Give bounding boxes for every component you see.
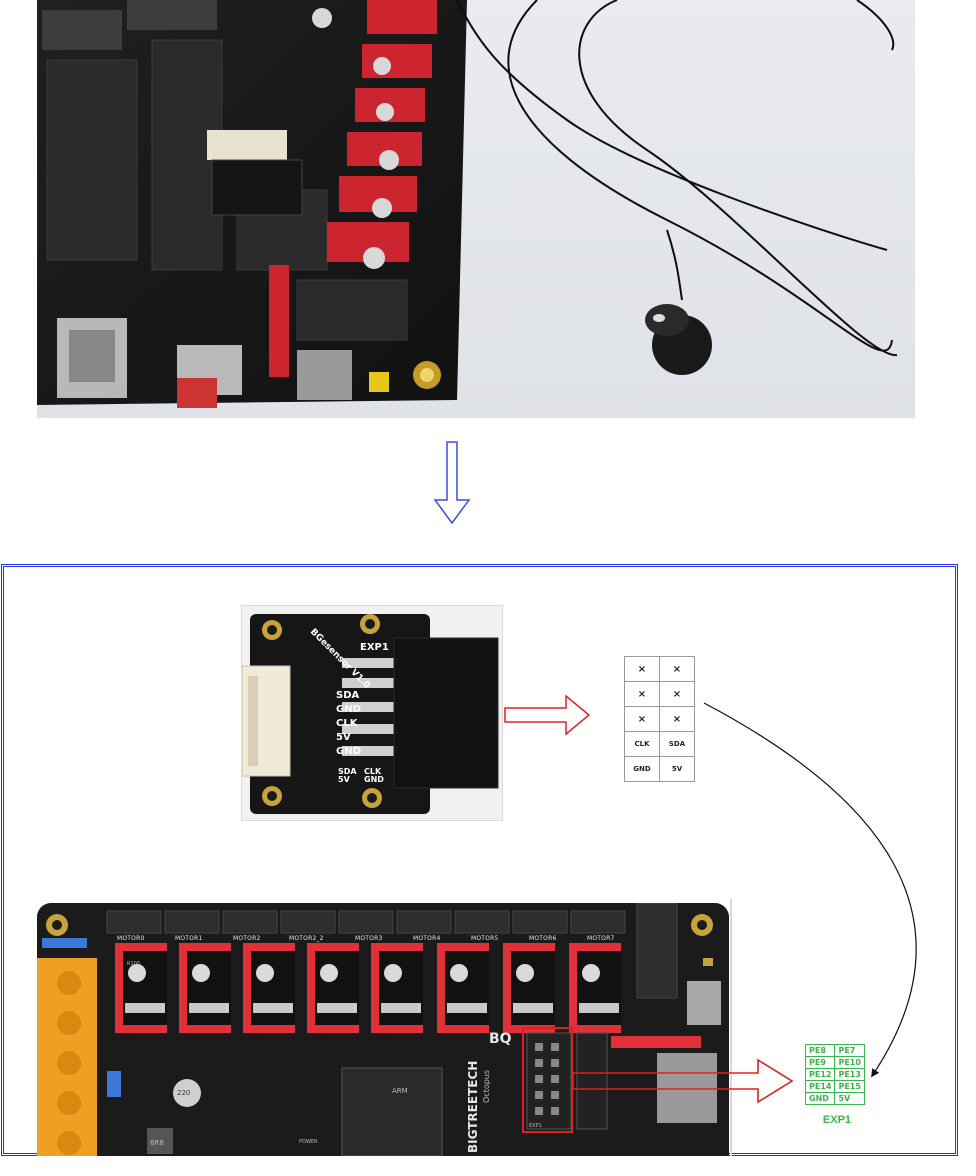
right-arrow-icon xyxy=(504,694,590,736)
mainboard-photo-top xyxy=(37,0,467,408)
exp1-cell: PE9 xyxy=(804,1056,836,1069)
chip-text-arm: ARM xyxy=(392,1087,408,1095)
down-arrow-icon xyxy=(433,441,471,525)
stepper-drivers xyxy=(115,943,621,1033)
exp1-caption: EXP1 xyxy=(822,1114,852,1126)
module-bottom-clk: CLK xyxy=(364,767,382,776)
sensor-module-photo: SDA GND CLK 5V GND EXP1 SDA CLK 5V GND B… xyxy=(241,605,503,821)
pin-cell: × xyxy=(659,706,695,732)
module-label-gnd: GND xyxy=(336,704,361,715)
board-model: Octopus xyxy=(482,1070,491,1103)
curved-connector-arrow xyxy=(703,702,917,1078)
pin-cell: × xyxy=(659,656,695,682)
sensor-puck xyxy=(645,304,712,375)
sensor-module-board: SDA GND CLK 5V GND EXP1 SDA CLK 5V GND B… xyxy=(242,614,499,814)
pin-cell-sda: SDA xyxy=(659,731,695,757)
board-photo-top xyxy=(37,0,915,418)
motor-label-6: MOTOR6 xyxy=(529,935,557,942)
motor-label-5: MOTOR5 xyxy=(471,935,499,942)
module-label-clk: CLK xyxy=(336,718,359,729)
exp1-cell: PE7 xyxy=(834,1044,865,1057)
exp1-cell: PE14 xyxy=(804,1080,836,1093)
motor-label-3: MOTOR3 xyxy=(355,935,383,942)
driver-marking: R100 xyxy=(127,961,140,967)
pin-cell-5v: 5V xyxy=(659,756,695,782)
board-logo: BQ xyxy=(489,1031,512,1047)
exp1-cell: PE10 xyxy=(834,1056,865,1069)
exp1-cell: PE12 xyxy=(804,1068,836,1081)
module-bottom-gnd: GND xyxy=(364,775,384,784)
exp1-cell: PE13 xyxy=(834,1068,865,1081)
board-brand: BIGTREETECH xyxy=(466,1061,480,1153)
chip-text-6r8: 6R8 xyxy=(150,1139,164,1147)
exp1-cell: GND xyxy=(804,1092,836,1105)
module-label-sda: SDA xyxy=(336,690,360,701)
pin-cell: × xyxy=(624,681,660,707)
pin-cell: × xyxy=(624,706,660,732)
pin-cell: × xyxy=(659,681,695,707)
motor-label-2: MOTOR2 xyxy=(233,935,261,942)
module-label-gnd-2: GND xyxy=(336,746,361,757)
module-bottom-sda: SDA xyxy=(338,767,357,776)
chip-text-220: 220 xyxy=(177,1089,190,1097)
right-arrow-icon xyxy=(572,1058,794,1104)
octopus-board: ARM 220 6R8 BIGTREETECH Octopus BQ EXP1 … xyxy=(37,903,721,1156)
exp1-cell: PE15 xyxy=(834,1080,865,1093)
exp1-cell: PE8 xyxy=(804,1044,836,1057)
photo-edge xyxy=(730,899,732,1156)
pin-cell-gnd: GND xyxy=(624,756,660,782)
module-label-5v: 5V xyxy=(336,732,351,743)
exp1-highlight-box xyxy=(522,1027,573,1133)
sensor-cable xyxy=(456,0,898,357)
motor-label-2-2: MOTOR2_2 xyxy=(289,935,324,942)
motor-label-1: MOTOR1 xyxy=(175,935,203,942)
motor-label-4: MOTOR4 xyxy=(413,935,441,942)
pin-cell: × xyxy=(624,656,660,682)
module-header-label: EXP1 xyxy=(360,642,389,653)
exp1-cell: 5V xyxy=(834,1092,865,1105)
board-exp-label: EXP1 xyxy=(529,1123,542,1129)
pin-cell-clk: CLK xyxy=(624,731,660,757)
board-power-label: POWER xyxy=(299,1139,318,1145)
mainboard-photo-bottom: ARM 220 6R8 BIGTREETECH Octopus BQ EXP1 … xyxy=(37,903,729,1156)
motor-label-7: MOTOR7 xyxy=(587,935,615,942)
module-bottom-5v: 5V xyxy=(338,775,351,784)
motor-label-0: MOTOR0 xyxy=(117,935,145,942)
